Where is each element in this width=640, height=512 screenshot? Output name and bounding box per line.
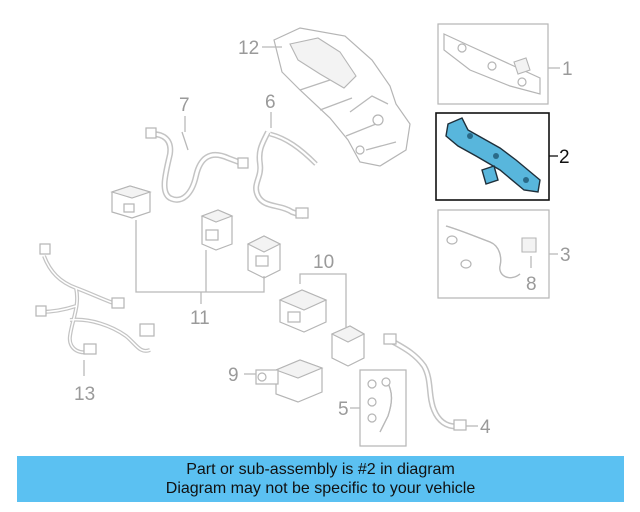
callout-8: 8 <box>526 274 537 295</box>
callout-7: 7 <box>179 95 190 116</box>
leader-11 <box>135 220 265 304</box>
callout-11: 11 <box>190 308 210 329</box>
part-2-box[interactable] <box>435 112 550 201</box>
callout-13: 13 <box>74 384 95 405</box>
part-7-hose[interactable] <box>145 127 249 203</box>
part-6-hose[interactable] <box>253 130 318 219</box>
callout-6: 6 <box>265 92 276 113</box>
part-10-valve-a[interactable] <box>278 289 328 333</box>
callout-5: 5 <box>338 399 349 420</box>
callout-1: 1 <box>562 59 573 80</box>
part-9-valve[interactable] <box>255 359 324 403</box>
part-3-box[interactable] <box>437 209 550 299</box>
part-4-hose[interactable] <box>383 333 467 431</box>
part-10-valve-b[interactable] <box>330 325 366 367</box>
callout-10: 10 <box>313 252 334 273</box>
callout-2: 2 <box>559 147 570 168</box>
part-11-valve-b[interactable] <box>200 209 234 251</box>
leader-10 <box>299 273 347 328</box>
banner-line-1: Part or sub-assembly is #2 in diagram <box>186 461 455 478</box>
callout-3: 3 <box>560 245 571 266</box>
banner-line-2: Diagram may not be specific to your vehi… <box>165 480 476 497</box>
part-13-harness[interactable] <box>35 243 155 355</box>
part-12-panel-bracket[interactable] <box>273 27 411 167</box>
info-banner: Part or sub-assembly is #2 in diagram Di… <box>17 456 624 502</box>
part-11-valve-a[interactable] <box>110 185 152 219</box>
part-11-valve-c[interactable] <box>246 235 282 279</box>
callout-9: 9 <box>228 365 239 386</box>
part-5-box[interactable] <box>359 369 407 447</box>
callout-4: 4 <box>480 417 491 438</box>
part-1-box[interactable] <box>437 23 549 105</box>
callout-12: 12 <box>238 38 259 59</box>
